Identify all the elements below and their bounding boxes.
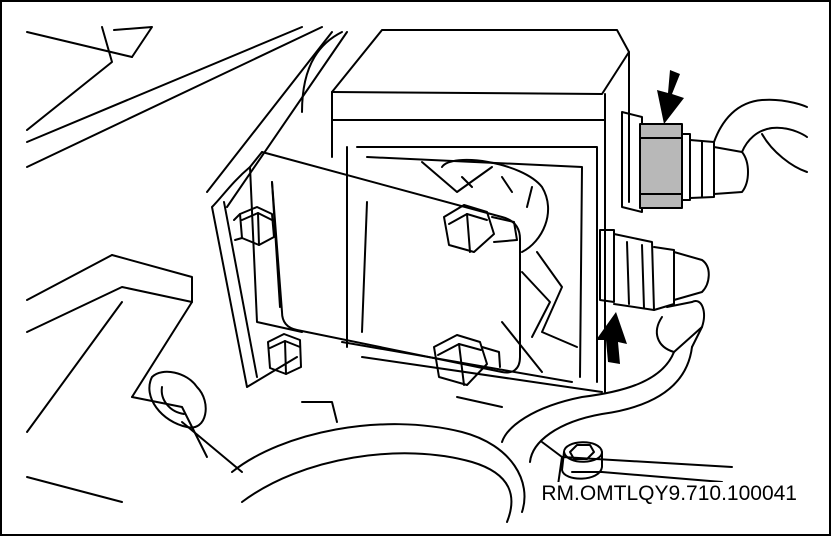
- bracket-bolts: [233, 204, 518, 386]
- bolt-upper-left: [233, 206, 275, 246]
- filter-housing: [331, 29, 630, 393]
- lower-hose: [501, 346, 693, 463]
- callout-arrows: [596, 70, 684, 364]
- mounting-bracket: [211, 151, 521, 388]
- frame-rails: [26, 26, 323, 168]
- bolt-upper-right: [443, 204, 518, 253]
- lower-left-beam: [26, 254, 208, 458]
- upper-hose: [713, 98, 808, 173]
- hex-socket-screw: [561, 441, 603, 480]
- highlighted-nut: [639, 123, 683, 209]
- upper-hose-fitting: [621, 111, 749, 213]
- lower-pipes: [26, 396, 733, 523]
- arrow-up: [596, 312, 627, 364]
- figure-reference-code: RM.OMTLQY9.710.100041: [539, 482, 799, 506]
- support-channel: [206, 31, 348, 208]
- bolt-lower-right: [433, 334, 501, 386]
- arrow-down: [657, 70, 684, 124]
- bolt-lower-left: [267, 333, 302, 375]
